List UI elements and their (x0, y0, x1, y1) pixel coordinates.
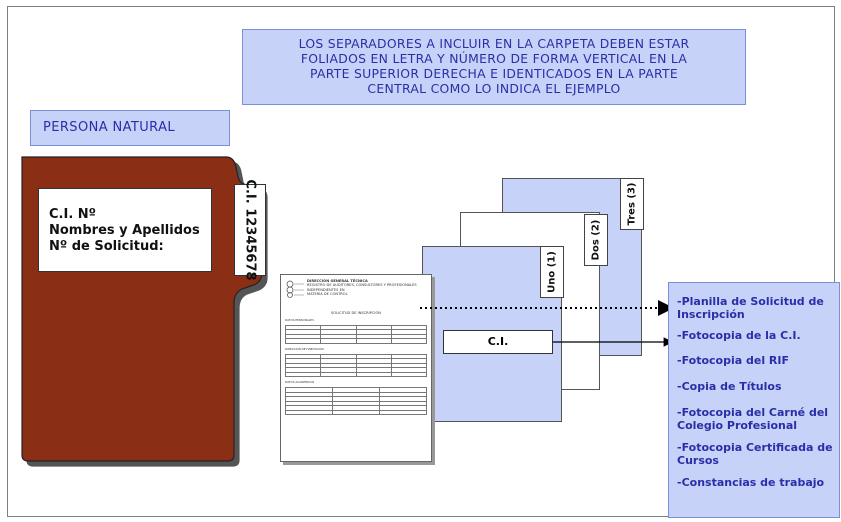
ci-separator-label: C.I. (443, 330, 553, 354)
form-title: SOLICITUD DE INSCRIPCIÓN (330, 310, 381, 315)
form-table-address (284, 353, 428, 378)
document-item-2: -Fotocopia de la C.I. (677, 329, 801, 342)
form-org-line-2: REGISTRO DE AUDITORES, CONSULTORES Y PRO… (307, 283, 417, 292)
folder-names-label: Nombres y Apellidos (49, 223, 200, 238)
form-org-line-1: DIRECCIÓN GENERAL TÉCNICA (307, 279, 368, 283)
instructions-line-1: LOS SEPARADORES A INCLUIR EN LA CARPETA … (298, 36, 690, 51)
instructions-box: LOS SEPARADORES A INCLUIR EN LA CARPETA … (242, 29, 746, 105)
instructions-line-4: CENTRAL COMO LO INDICA EL EJEMPLO (367, 81, 621, 96)
instructions-line-2: FOLIADOS EN LETRA Y NÚMERO DE FORMA VERT… (300, 51, 688, 66)
form-section-academic: DATOS ACADÉMICOS (285, 380, 315, 385)
form-org-line-3: MATERIA DE CONTROL (307, 292, 348, 297)
document-item-5: -Fotocopia del Carné del Colegio Profesi… (677, 406, 829, 432)
document-item-4: -Copia de Títulos (677, 380, 782, 393)
document-item-1: -Planilla de Solicitud de Inscripción (677, 295, 824, 321)
separator-tab-3: Tres (3) (620, 178, 644, 230)
folder-request-label: Nº de Solicitud: (49, 239, 164, 254)
diagram-frame (7, 6, 835, 517)
instructions-line-3: PARTE SUPERIOR DERECHA E IDENTICADOS EN … (310, 66, 678, 81)
form-table-academic (285, 387, 427, 416)
document-item-6: -Fotocopia Certificada de Cursos (677, 441, 833, 467)
document-item-3: -Fotocopia del RIF (677, 354, 789, 367)
required-documents-list: -Planilla de Solicitud de Inscripción -F… (668, 282, 840, 518)
form-table-personal (284, 324, 428, 344)
separator-tab-1: Uno (1) (540, 246, 564, 298)
form-header: DIRECCIÓN GENERAL TÉCNICA REGISTRO DE AU… (281, 275, 431, 297)
form-section-personal: DATOS PERSONALES (285, 317, 314, 322)
form-section-address: DIRECCIÓN DE HABITACIÓN (285, 346, 324, 351)
document-item-7: -Constancias de trabajo (677, 476, 825, 489)
contraloria-logo-icon (286, 280, 304, 298)
separator-tab-2: Dos (2) (584, 214, 608, 266)
persona-natural-label: PERSONA NATURAL (30, 110, 230, 146)
application-form-document: DIRECCIÓN GENERAL TÉCNICA REGISTRO DE AU… (280, 274, 432, 462)
folder-ci-tab: C.I. 12345678 (234, 179, 266, 281)
folder-label-card: C.I. Nº Nombres y Apellidos Nº de Solici… (38, 188, 212, 272)
folder-ci-label: C.I. Nº (49, 207, 96, 222)
